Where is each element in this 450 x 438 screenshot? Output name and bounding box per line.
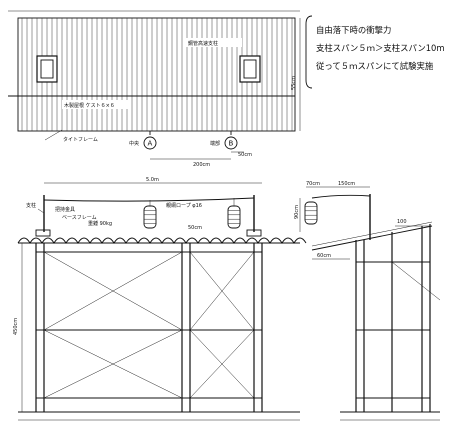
side-weight-bands <box>305 206 317 220</box>
weight-1-bands <box>144 210 156 224</box>
front-view: 5.0m 支柱 把持金具 ベースフレーム 親綱ロープ φ16 重錘 90kg 5… <box>13 177 307 421</box>
dim-small: 50cm <box>238 152 252 158</box>
weight-1 <box>143 205 157 229</box>
side-brace <box>391 261 441 301</box>
label-material: 木製屋根 ケスト６×６ <box>64 102 115 109</box>
plan-label-bg <box>184 38 242 47</box>
dim-a: 70cm <box>306 181 320 187</box>
side-view: 70cm 150cm 90cm 100 60cm <box>294 181 441 421</box>
side-roof-slope-top <box>311 221 433 247</box>
tie-frame-leader <box>44 129 63 141</box>
plan-post-left-inner <box>40 59 54 79</box>
plan-post-right-inner <box>243 59 257 79</box>
note-bracket <box>305 15 313 89</box>
dim-right: 50cm <box>188 225 202 231</box>
label-tie-frame: タイトフレーム <box>63 136 98 143</box>
roof-clamp-right <box>246 229 262 237</box>
label-weight: 重錘 90kg <box>88 220 112 227</box>
marker-a-label: A <box>148 140 153 148</box>
dim-b: 150cm <box>338 181 355 187</box>
dim-top: 5.0m <box>146 177 159 183</box>
plan-post-left <box>36 55 58 83</box>
note-box: 自由落下時の衝撃力 支柱スパン５ｍ＞支柱スパン10m 従って５ｍスパンにて試験実… <box>305 15 445 89</box>
note-line-2: 支柱スパン５ｍ＞支柱スパン10m <box>316 43 445 53</box>
roof-clamp-left <box>35 229 51 237</box>
marker-b-label: B <box>229 140 234 148</box>
brace-1b <box>43 251 183 331</box>
side-roof-slope <box>311 225 433 251</box>
dim-d: 60cm <box>317 253 331 259</box>
weight-2 <box>227 205 241 229</box>
note-line-1: 自由落下時の衝撃力 <box>316 25 391 35</box>
dim-c: 100 <box>397 219 407 225</box>
dim-height: 450cm <box>13 318 19 335</box>
plan-post-right <box>239 55 261 83</box>
label-center: 中央 <box>129 140 139 147</box>
plan-outline <box>17 17 296 132</box>
label-anchor-position: 鋼管高速支柱 <box>188 40 218 47</box>
label-grip: 把持金具 <box>55 206 75 213</box>
dim-depth: 55cm <box>291 76 297 90</box>
label-end: 端部 <box>210 140 220 147</box>
side-lifeline-rope <box>311 194 371 199</box>
label-rope: 親綱ロープ φ16 <box>166 202 202 209</box>
brace-2b <box>43 329 183 399</box>
plan-view: 鋼管高速支柱 木製屋根 ケスト６×６ タイトフレーム A 中央 B 端部 200… <box>8 10 301 168</box>
label-post: 支柱 <box>26 202 36 209</box>
plan-label-bg-2 <box>62 100 128 109</box>
label-beam: ベースフレーム <box>62 215 97 221</box>
marker-b-circle <box>224 136 238 150</box>
post-leader <box>37 208 45 214</box>
note-line-3: 従って５ｍスパンにて試験実施 <box>316 61 434 71</box>
dim-span: 200cm <box>193 162 210 168</box>
brace-3b <box>189 251 255 331</box>
weight-2-bands <box>228 210 240 224</box>
side-weight <box>304 201 318 225</box>
brace-4b <box>189 329 255 399</box>
corrugated-roof <box>17 237 307 244</box>
marker-a-circle <box>143 136 157 150</box>
dim-e: 90cm <box>294 205 300 219</box>
front-lifeline-rope <box>43 197 255 202</box>
